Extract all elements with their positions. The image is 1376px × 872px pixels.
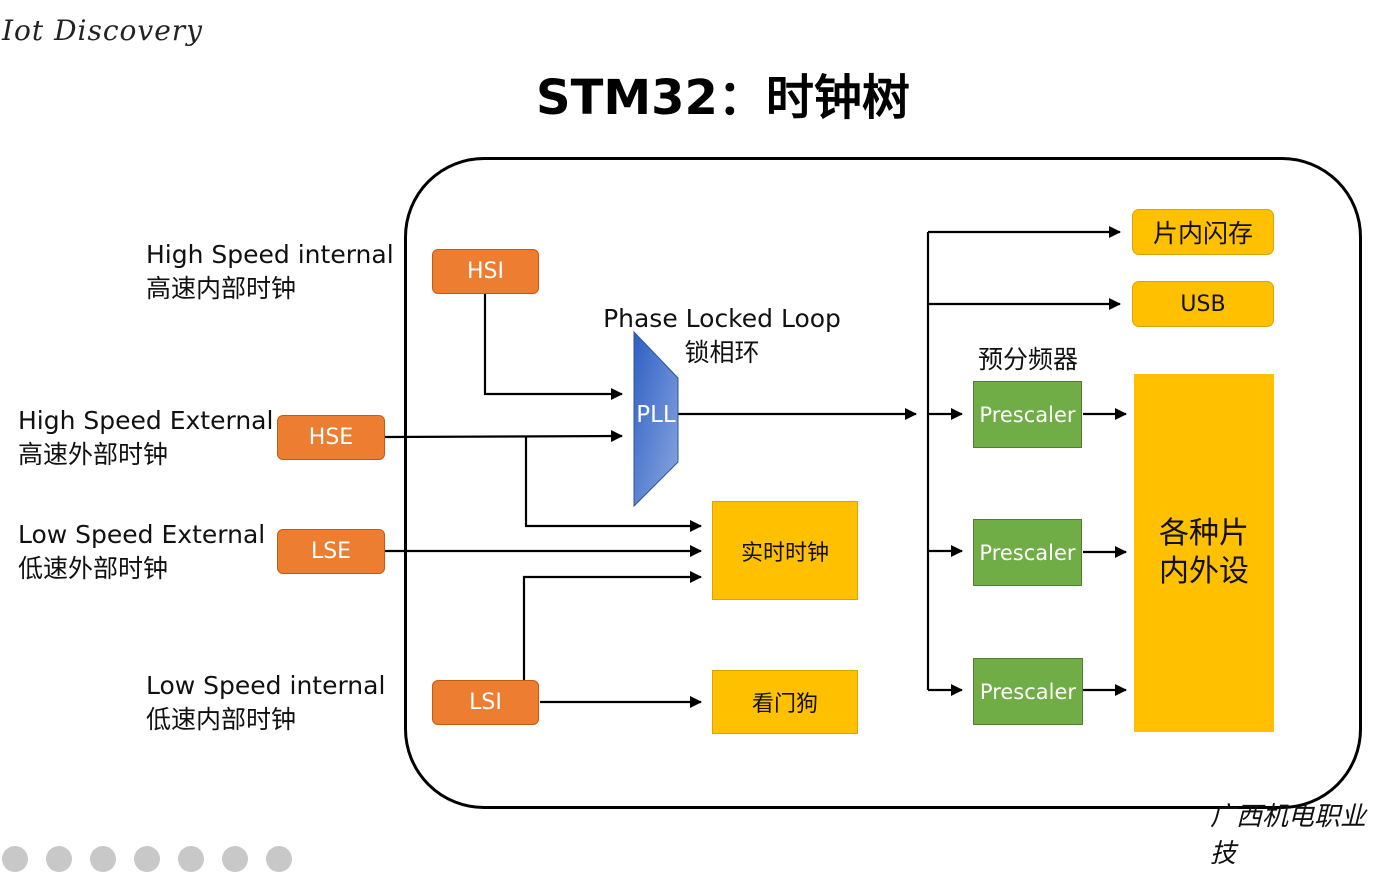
hse-label-en: High Speed External xyxy=(18,406,274,435)
hse-description: High Speed External 高速外部时钟 xyxy=(18,404,273,472)
page-title: STM32：时钟树 xyxy=(536,70,910,126)
logo-text: Iot Discovery xyxy=(2,14,203,47)
watchdog-block: 看门狗 xyxy=(712,670,858,734)
signature-text: 广西机电职业技 xyxy=(1210,802,1367,869)
hse-to-pll-line xyxy=(384,430,623,443)
prescaler-group-label: 预分频器 xyxy=(977,345,1078,374)
hsi-to-pll-line xyxy=(483,294,623,400)
peripherals-line-1: 各种片 xyxy=(1159,516,1249,551)
rtc-block: 实时时钟 xyxy=(712,501,858,600)
hsi-description: High Speed internal 高速内部时钟 xyxy=(146,238,394,306)
hsi-label-en: High Speed internal xyxy=(146,240,394,269)
previous-icon[interactable] xyxy=(2,846,28,872)
pll-block-shape xyxy=(633,330,679,508)
lse-label-zh: 低速外部时钟 xyxy=(18,554,169,583)
pll-label-en: Phase Locked Loop xyxy=(603,304,841,333)
hsi-label-zh: 高速内部时钟 xyxy=(146,274,297,303)
next-icon[interactable] xyxy=(46,846,72,872)
hse-block: HSE xyxy=(277,415,385,460)
pll-label-zh: 锁相环 xyxy=(684,338,760,367)
slides-icon[interactable] xyxy=(222,846,248,872)
pen-icon[interactable] xyxy=(90,846,116,872)
usb-block: USB xyxy=(1132,281,1274,327)
lsi-label-zh: 低速内部时钟 xyxy=(146,705,297,734)
hse-to-rtc-line xyxy=(524,437,702,532)
more-icon[interactable] xyxy=(266,846,292,872)
lsi-to-rtc-line xyxy=(522,571,702,681)
lse-block: LSE xyxy=(277,529,385,574)
lse-label-en: Low Speed External xyxy=(18,520,266,549)
pll-label: Phase Locked Loop 锁相环 xyxy=(600,304,844,369)
lse-description: Low Speed External 低速外部时钟 xyxy=(18,518,265,586)
prescaler-3-block: Prescaler xyxy=(973,658,1083,725)
peripherals-line-2: 内外设 xyxy=(1159,554,1249,589)
lsi-description: Low Speed internal 低速内部时钟 xyxy=(146,669,385,737)
hse-label-zh: 高速外部时钟 xyxy=(18,440,169,469)
hsi-block: HSI xyxy=(432,249,539,294)
prescaler-2-block: Prescaler xyxy=(973,519,1082,586)
peripherals-block: 各种片 内外设 xyxy=(1134,374,1274,732)
slide-toolbar xyxy=(2,846,292,872)
flash-block: 片内闪存 xyxy=(1132,209,1274,255)
screen-icon[interactable] xyxy=(178,846,204,872)
zoom-icon[interactable] xyxy=(134,846,160,872)
lsi-block: LSI xyxy=(432,680,539,725)
prescaler-1-block: Prescaler xyxy=(973,381,1082,448)
pll-text: PLL xyxy=(636,402,676,428)
lsi-label-en: Low Speed internal xyxy=(146,671,386,700)
mcu-boundary xyxy=(404,157,1362,809)
